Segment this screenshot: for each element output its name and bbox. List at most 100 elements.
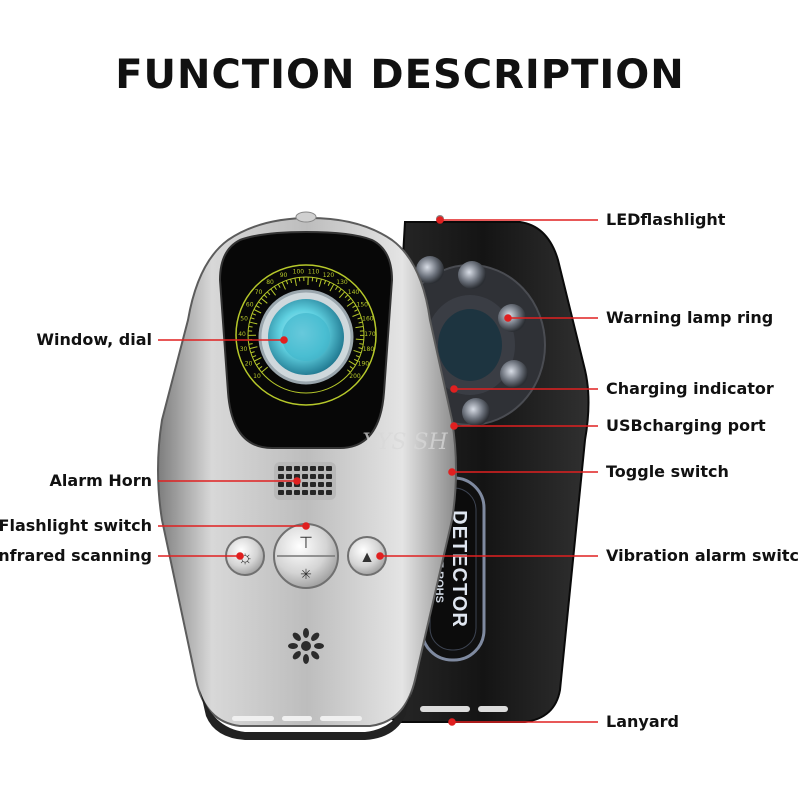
dial-number: 40 (238, 331, 246, 338)
label-alarm-horn: Alarm Horn (49, 471, 152, 490)
dial-tick (261, 366, 269, 373)
detector-label: DETECTOR (448, 510, 470, 628)
dial-tick (338, 288, 342, 293)
grille-hole (310, 474, 316, 479)
dial-tick (263, 294, 268, 299)
dial-tick (260, 297, 268, 304)
dial-number: 180 (363, 346, 375, 353)
speaker-hole (301, 641, 311, 651)
grille-hole (310, 482, 316, 487)
grille-hole (278, 482, 284, 487)
dial-tick (252, 355, 257, 358)
dial-tick (266, 291, 271, 296)
grille-hole (318, 474, 324, 479)
grille-hole (326, 482, 332, 487)
grille-hole (294, 490, 300, 495)
grille-hole (286, 490, 292, 495)
dial-number: 60 (246, 302, 254, 309)
dial-tick (253, 309, 262, 314)
dial-tick (249, 321, 258, 325)
label-flashlight-switch: Flashlight switch (0, 516, 152, 535)
grille-hole (310, 466, 316, 471)
dial-number: 100 (293, 268, 305, 275)
speaker-hole (303, 654, 309, 664)
dial-tick (359, 343, 364, 345)
dial-tick (258, 366, 263, 370)
dial-number: 110 (308, 268, 320, 275)
dial-tick (249, 346, 258, 350)
led-bulb (462, 398, 490, 426)
grille-hole (318, 482, 324, 487)
label-toggle-switch: Toggle switch (606, 462, 729, 481)
dial-tick (352, 305, 357, 309)
dial-tick (355, 355, 360, 358)
dial-tick (323, 280, 327, 285)
dial-tick (354, 309, 359, 312)
dial-tick (318, 278, 322, 287)
grille-hole (302, 490, 308, 495)
dial-number: 200 (349, 373, 361, 380)
speaker-hole (292, 651, 301, 660)
dial-tick (294, 277, 297, 287)
dial-tick (355, 325, 364, 329)
grille-hole (326, 490, 332, 495)
dial-tick (355, 338, 364, 341)
dial-tick (349, 366, 354, 370)
dial-number: 20 (245, 360, 253, 367)
dial-tick (347, 369, 351, 373)
dial-tick (353, 358, 359, 362)
dial-number: 50 (240, 316, 248, 323)
label-led-flashlight: LEDflashlight (606, 210, 726, 229)
vibration-icon: ✳ (300, 566, 312, 582)
dial-tick (250, 317, 255, 320)
led-bulb (458, 261, 486, 289)
dial-tick (281, 281, 286, 290)
grille-hole (326, 466, 332, 471)
label-usb-charging-port: USBcharging port (606, 416, 766, 435)
label-warning-lamp-ring: Warning lamp ring (606, 308, 774, 327)
grille-hole (278, 490, 284, 495)
dial-tick (358, 347, 363, 350)
bottom-speaker (288, 628, 324, 664)
speaker-hole (292, 632, 301, 641)
dial-tick (285, 280, 289, 285)
grille-hole (326, 474, 332, 479)
dial-number: 30 (240, 346, 248, 353)
dial-number: 170 (364, 331, 376, 338)
dial-number: 10 (253, 373, 261, 380)
dial-tick (352, 313, 361, 317)
dial-tick (270, 288, 276, 296)
dial-tick (358, 321, 363, 324)
grille-hole (310, 490, 316, 495)
grille-hole (302, 474, 308, 479)
grille-hole (318, 490, 324, 495)
grille-hole (286, 482, 292, 487)
dial-tick (251, 313, 257, 316)
dial-number: 120 (323, 272, 335, 279)
dial-tick (344, 294, 349, 299)
dial-number: 150 (357, 302, 369, 309)
grille-hole (294, 466, 300, 471)
dial-number: 160 (362, 316, 374, 323)
page-title: FUNCTION DESCRIPTION (115, 52, 685, 98)
dial-tick (290, 278, 293, 284)
dial-tick (253, 357, 262, 362)
dial-tick (327, 281, 331, 286)
dial-tick (329, 283, 335, 292)
led-bulb (416, 256, 444, 284)
label-charging-indicator: Charging indicator (606, 379, 774, 398)
dial-number: 140 (348, 289, 360, 296)
label-vibration-alarm-switch: Vibration alarm switch (606, 546, 800, 565)
dial-number: 130 (336, 279, 348, 286)
dial-tick (250, 351, 255, 354)
watermark: YYS SH (362, 430, 448, 455)
dial-tick (248, 325, 253, 328)
dial-tick (255, 305, 260, 309)
dial-tick (258, 301, 263, 305)
label-infrared-scanning: Infrared scanning (0, 546, 152, 565)
label-lanyard: Lanyard (606, 712, 679, 731)
flashlight-icon: ⊤ (299, 535, 313, 552)
speaker-hole (311, 632, 320, 641)
alarm-icon: ▲ (359, 549, 375, 566)
